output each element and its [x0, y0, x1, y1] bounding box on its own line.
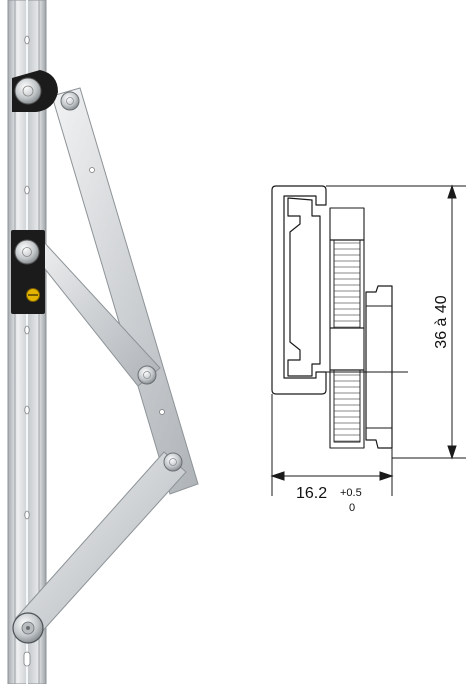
tolerance-lower: 0 [349, 502, 355, 514]
height-dimension-label: 36 à 40 [433, 295, 450, 348]
tolerance-upper: +0.5 [340, 487, 362, 499]
width-dimension [270, 394, 394, 496]
track-rail [7, 0, 47, 684]
pivot-rivet-icon [14, 239, 40, 265]
rail-hole [24, 405, 30, 415]
pivot-rivet-icon [14, 77, 42, 105]
pivot-rivet-icon [137, 365, 157, 385]
rail-hole [24, 185, 30, 195]
bottom-pivot [12, 612, 44, 644]
pivot-rivet-icon [163, 452, 183, 472]
arm-section [365, 285, 393, 449]
pivot-rivet-icon [60, 91, 80, 111]
rail-hole [24, 35, 30, 45]
rail-hole [24, 325, 30, 335]
top-pivot [12, 70, 58, 112]
height-dimension [326, 184, 466, 460]
arm-hole [89, 167, 95, 173]
rail-profile [271, 185, 327, 395]
rail-slot [23, 651, 31, 667]
rail-hole [24, 510, 30, 520]
sliding-shoe [11, 230, 45, 314]
width-dimension-label: 16.2 [296, 485, 327, 502]
arm-hole [159, 409, 165, 415]
section-drawing [271, 185, 408, 449]
hinge-stay-illustration [7, 0, 199, 684]
inner-profile [287, 197, 321, 377]
